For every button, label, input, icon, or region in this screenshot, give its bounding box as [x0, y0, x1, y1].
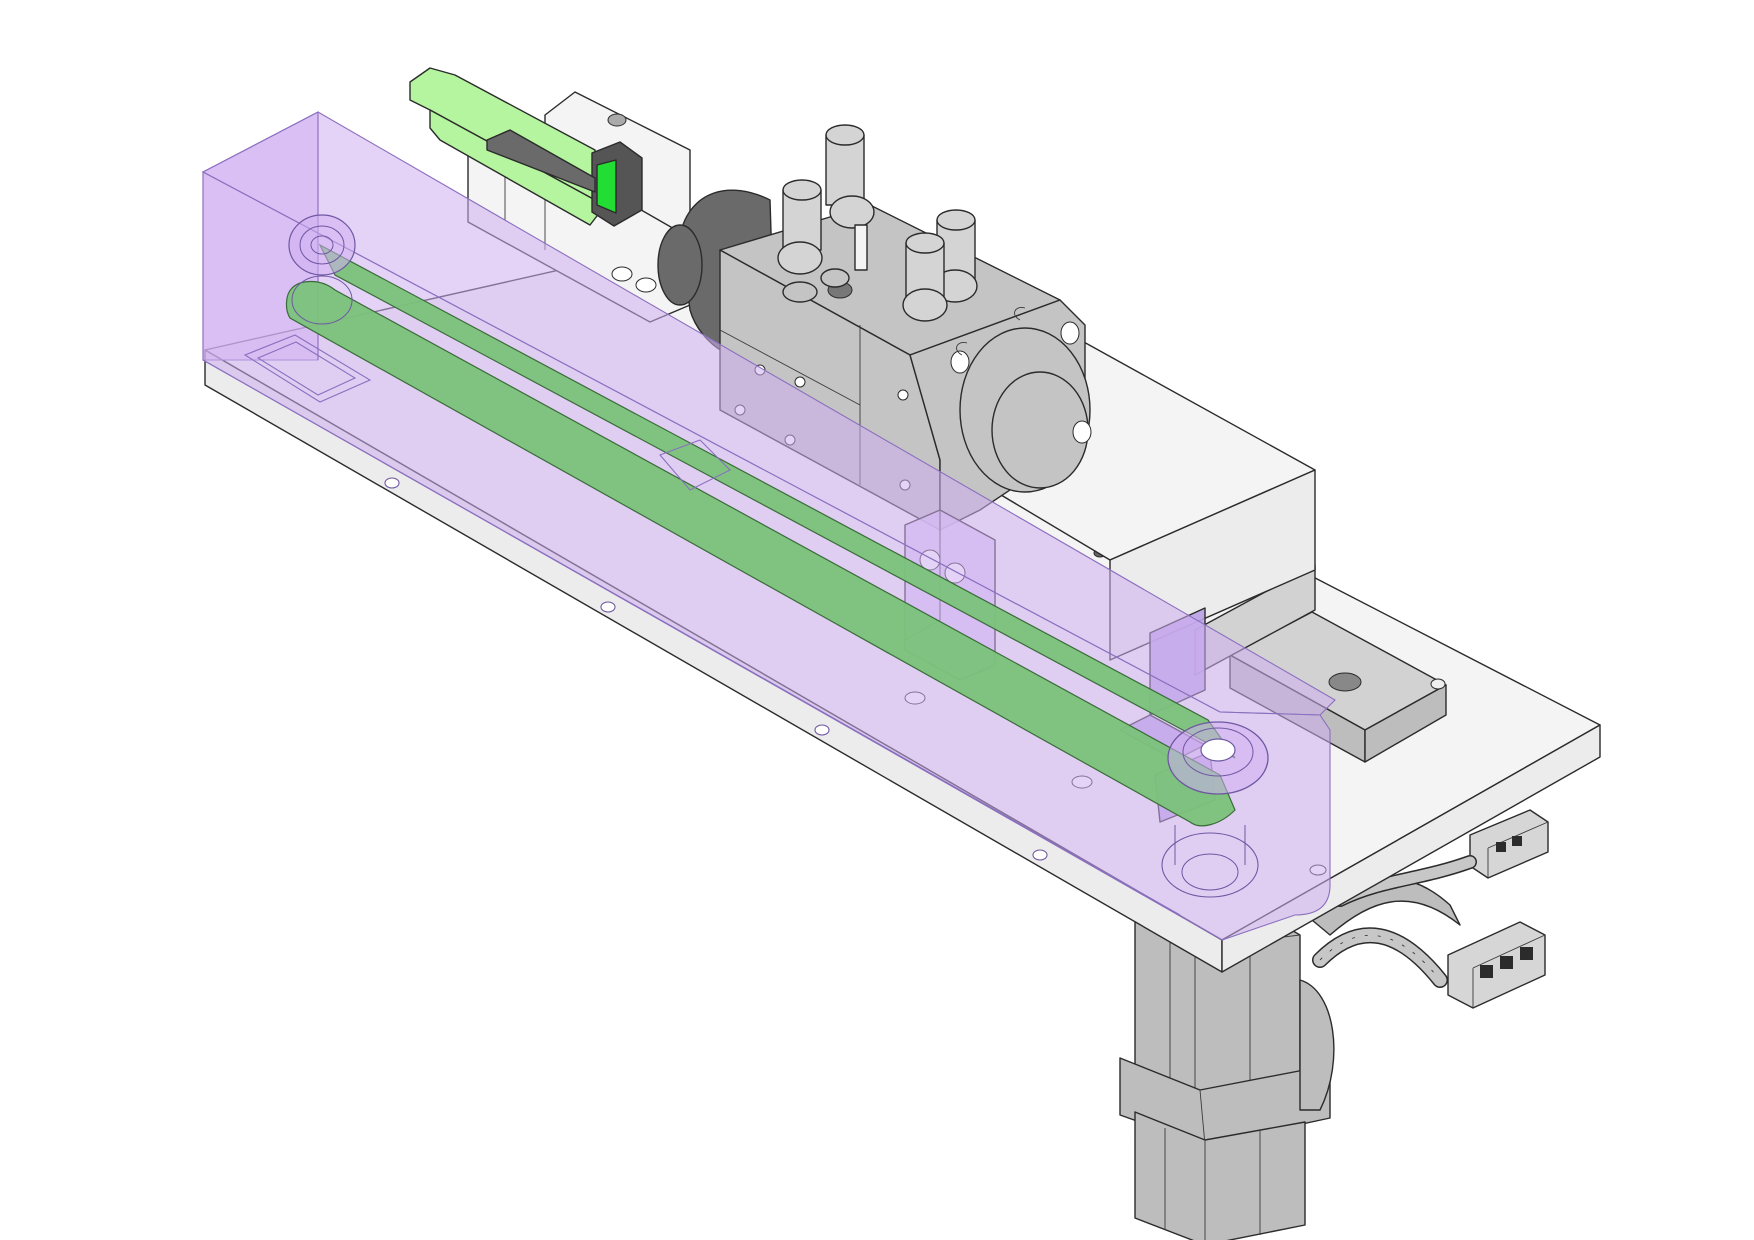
sensor-mount [486, 129, 596, 193]
drive-pulley-bore [1200, 738, 1236, 762]
rail-hole [1328, 672, 1362, 692]
housing-screws [384, 477, 1048, 861]
belt-lower-run [285, 280, 1236, 827]
idler-pulley [288, 214, 356, 325]
pneumatic-fittings [777, 124, 978, 322]
sensor-window [596, 159, 617, 214]
sensor [409, 67, 691, 323]
fitting-2 [777, 179, 823, 275]
drive-pulley [1161, 721, 1269, 898]
fitting-1 [825, 124, 875, 229]
motor-side-cover [1299, 979, 1335, 1111]
housing-interior [243, 334, 731, 491]
connector-lower [1447, 921, 1546, 1009]
servo-motor [1119, 877, 1461, 1240]
fitting-4 [902, 232, 948, 322]
